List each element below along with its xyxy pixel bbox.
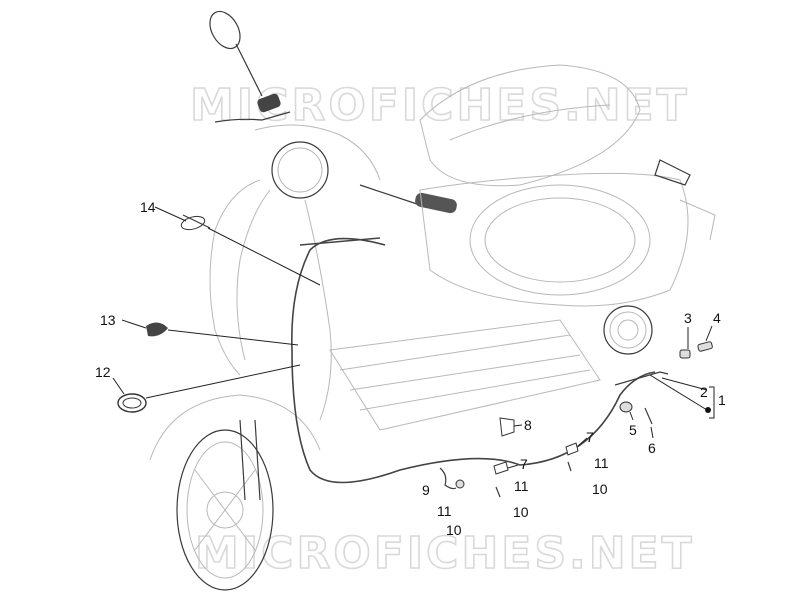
part-9-spring xyxy=(439,467,457,490)
callout-labels: 14 13 12 3 4 2 1 5 6 8 7 11 7 10 11 9 11… xyxy=(95,199,726,538)
callout-4: 4 xyxy=(713,310,721,326)
callout-7-right: 7 xyxy=(586,429,594,445)
brake-cable xyxy=(291,237,656,484)
watermark-bottom: MICROFICHES.NET xyxy=(195,528,695,579)
callout-13: 13 xyxy=(100,312,116,328)
cable-routing xyxy=(291,237,669,484)
callout-6: 6 xyxy=(648,440,656,456)
callout-12: 12 xyxy=(95,364,111,380)
part-7-clamp-right xyxy=(565,442,579,456)
callout-11-middle: 11 xyxy=(514,478,529,494)
mirror-shape xyxy=(209,10,241,50)
callout-10-middle: 10 xyxy=(513,504,529,520)
part-7-clamp-left xyxy=(493,461,509,475)
scooter-outline xyxy=(149,10,716,591)
small-parts xyxy=(117,214,713,498)
part-13-clip xyxy=(146,322,168,337)
callout-14: 14 xyxy=(140,199,156,215)
callout-8: 8 xyxy=(524,417,532,433)
part-14-clip xyxy=(180,215,206,231)
callout-11-right: 11 xyxy=(594,455,609,471)
part-12-ring xyxy=(117,393,147,413)
callout-10-right: 10 xyxy=(592,481,608,497)
callout-2: 2 xyxy=(700,384,708,400)
leader-lines xyxy=(112,206,715,469)
callout-3: 3 xyxy=(684,310,692,326)
callout-9: 9 xyxy=(422,482,430,498)
callout-11-left: 11 xyxy=(437,503,452,519)
callout-1: 1 xyxy=(718,392,726,408)
callout-10-left: 10 xyxy=(446,522,462,538)
callout-5: 5 xyxy=(629,422,637,438)
part-3-nut xyxy=(679,349,691,359)
part-8-bracket xyxy=(499,417,515,437)
part-5-washer xyxy=(619,401,633,413)
callout-7-left: 7 xyxy=(520,456,528,472)
part-4-sleeve xyxy=(697,341,713,352)
